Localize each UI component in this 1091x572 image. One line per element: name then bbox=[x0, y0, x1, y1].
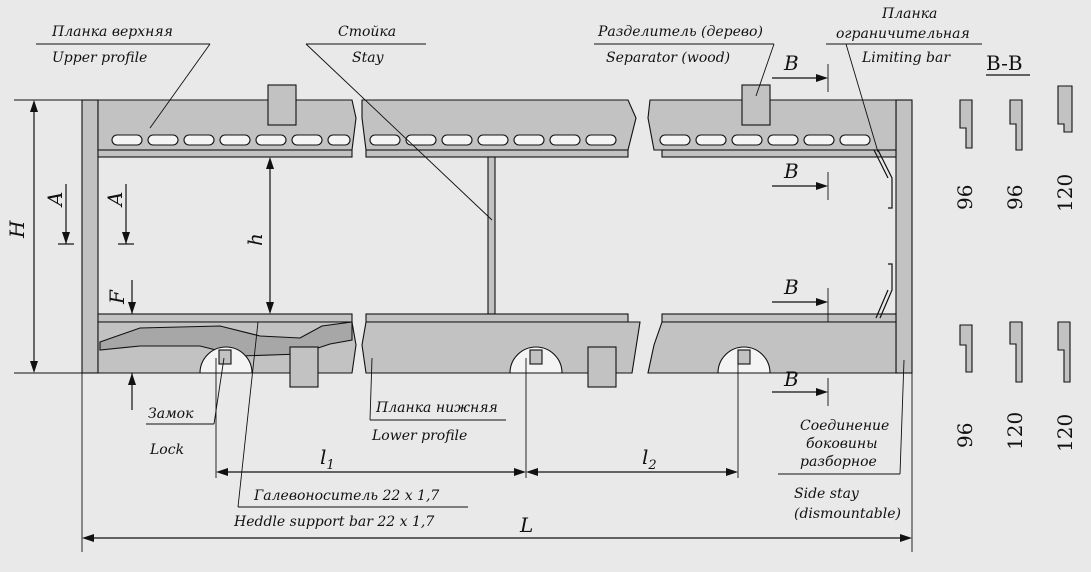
limiting-bar-upper bbox=[877, 149, 893, 209]
lock-label-en: Lock bbox=[149, 442, 184, 458]
lower-profile-segment-right bbox=[647, 321, 897, 374]
limiting-bar-lower bbox=[879, 263, 893, 319]
dimension-lines bbox=[14, 64, 913, 552]
lower-profile-label-en: Lower profile bbox=[371, 428, 467, 444]
dim-H: H bbox=[5, 220, 29, 239]
section-bb-labels: B-B 96 96 120 96 120 120 bbox=[953, 51, 1077, 452]
side-stay-label-ru-3: разборное bbox=[800, 454, 877, 470]
lower-profile-label-ru: Планка нижняя bbox=[375, 400, 498, 416]
lock-wedge bbox=[99, 321, 353, 357]
upper-profile-label-en: Upper profile bbox=[52, 50, 147, 66]
separator-block-lower-right bbox=[587, 346, 617, 388]
section-bb-profiles bbox=[959, 85, 1073, 383]
dim-A-left: A bbox=[43, 192, 67, 208]
limiting-bar-label-ru-1: Планка bbox=[881, 6, 937, 22]
leader-lines bbox=[36, 43, 982, 508]
side-stay-label-en-2: (dismountable) bbox=[794, 506, 901, 522]
section-title: B-B bbox=[986, 51, 1023, 75]
labels: Планка верхняя Upper profile Стойка Stay… bbox=[51, 6, 970, 530]
dim-B-3: B bbox=[783, 275, 799, 299]
heddle-bar-left bbox=[97, 313, 353, 323]
separator-label-en: Separator (wood) bbox=[606, 50, 730, 66]
dim-B-2: B bbox=[783, 159, 799, 183]
lock-label-ru: Замок bbox=[148, 406, 194, 422]
heddle-bar-middle bbox=[365, 313, 629, 323]
upper-profile-lip-left bbox=[97, 149, 353, 158]
stay-label-en: Stay bbox=[352, 50, 385, 66]
side-stay-label-en-1: Side stay bbox=[794, 486, 860, 502]
dim-L: L bbox=[519, 513, 533, 537]
frame-drawing bbox=[81, 84, 913, 388]
section-top-2: 96 bbox=[1003, 185, 1027, 210]
dim-F: F bbox=[105, 289, 129, 305]
side-stay-label-ru-1: Соединение bbox=[800, 418, 889, 434]
upper-profile-slots bbox=[111, 134, 871, 146]
upper-profile-label-ru: Планка верхняя bbox=[51, 24, 173, 40]
dim-B-4: B bbox=[783, 367, 799, 391]
dimension-labels: H h A A F B B B B l1 l2 L bbox=[5, 51, 799, 537]
section-bottom-3: 120 bbox=[1053, 414, 1077, 452]
separator-block-lower-left bbox=[289, 346, 319, 388]
dim-l1: l1 bbox=[320, 445, 335, 473]
separator-block-right bbox=[741, 84, 771, 126]
limiting-bar-label-ru-2: ограничительная bbox=[836, 26, 970, 42]
dim-l2: l2 bbox=[642, 445, 657, 473]
limiting-bar-label-en: Limiting bar bbox=[861, 50, 951, 66]
dim-B-1: B bbox=[783, 51, 799, 75]
side-stay-label-ru-2: боковины bbox=[806, 436, 878, 452]
section-bottom-1: 96 bbox=[953, 423, 977, 448]
separator-label-ru: Разделитель (дерево) bbox=[597, 24, 763, 40]
left-side-stay bbox=[81, 99, 99, 374]
right-side-stay bbox=[895, 99, 913, 374]
stay-post bbox=[487, 156, 496, 315]
dim-A-right: A bbox=[103, 192, 127, 208]
section-top-1: 96 bbox=[953, 185, 977, 210]
heddle-bar-label-ru: Галевоноситель 22 х 1,7 bbox=[253, 488, 439, 504]
heddle-bar-label-en: Heddle support bar 22 x 1,7 bbox=[233, 514, 434, 530]
stay-label-ru: Стойка bbox=[338, 24, 396, 40]
dim-h: h bbox=[243, 233, 267, 246]
upper-profile-lip-middle bbox=[365, 149, 629, 158]
heddle-bar-right bbox=[661, 313, 897, 323]
section-top-3: 120 bbox=[1053, 174, 1077, 212]
section-bottom-2: 120 bbox=[1003, 412, 1027, 450]
upper-profile-lip-right bbox=[661, 149, 897, 158]
lower-profile-segment-middle bbox=[361, 321, 641, 374]
separator-block-left bbox=[267, 84, 297, 126]
